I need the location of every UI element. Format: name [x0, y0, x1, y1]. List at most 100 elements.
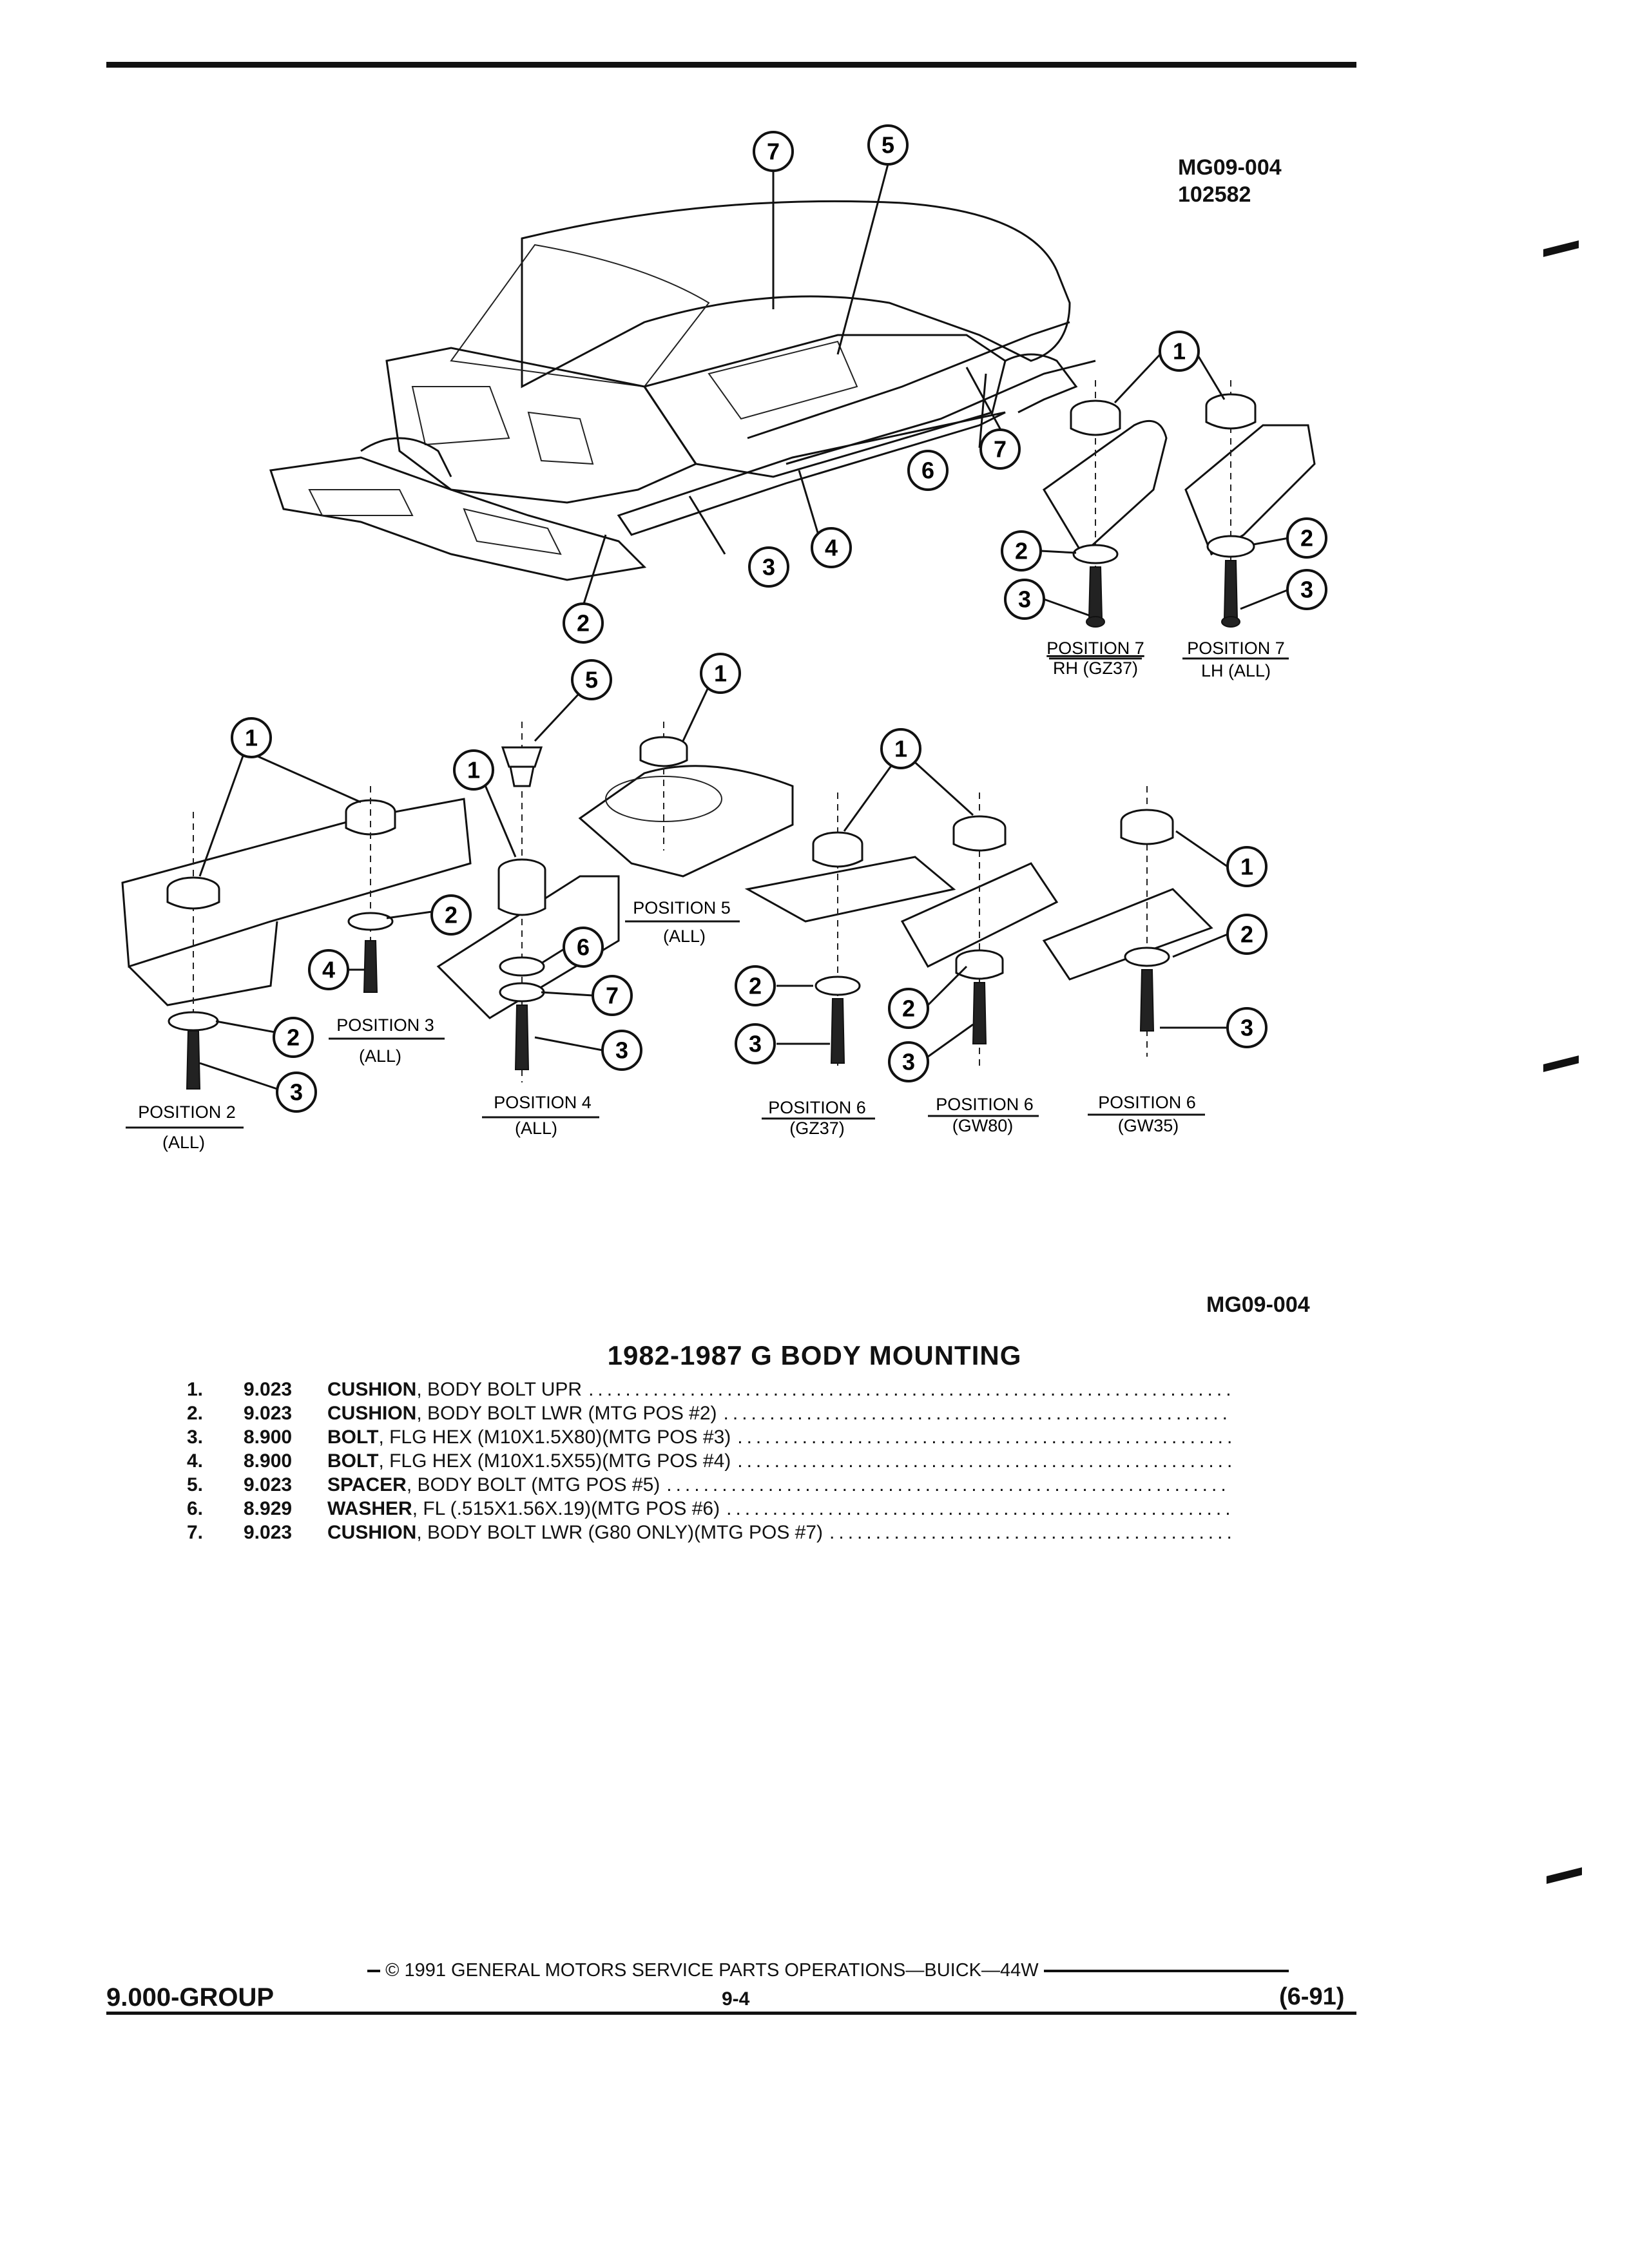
part-code: 8.900: [244, 1427, 293, 1448]
position-2-label: POSITION 2 (ALL): [126, 1102, 244, 1152]
part-number: 1.: [187, 1379, 204, 1400]
svg-text:6: 6: [921, 457, 934, 484]
position-3-label: POSITION 3 (ALL): [329, 1015, 445, 1066]
part-number: 5.: [187, 1474, 204, 1495]
callout-1: 1: [1159, 331, 1200, 372]
callout-6: 6: [563, 927, 604, 968]
parts-row: 5. 9.023 SPACER , BODY BOLT (MTG POS #5)…: [187, 1474, 1231, 1498]
part-description: , FL (.515X1.56X.19)(MTG POS #6): [412, 1498, 720, 1519]
position-6-gz37-label: POSITION 6 (GZ37): [762, 1098, 875, 1138]
svg-text:1: 1: [1240, 854, 1253, 880]
svg-text:7: 7: [606, 983, 619, 1009]
part-description: , BODY BOLT LWR (MTG POS #2): [416, 1403, 717, 1424]
callout-2: 2: [430, 894, 472, 936]
leader-dots: ........................................…: [737, 1427, 1231, 1448]
part-description: , BODY BOLT LWR (G80 ONLY)(MTG POS #7): [416, 1522, 824, 1543]
part-code: 9.023: [244, 1522, 293, 1543]
parts-row: 2. 9.023 CUSHION , BODY BOLT LWR (MTG PO…: [187, 1403, 1231, 1427]
position-2-frame: [121, 786, 472, 1090]
parts-row: 6. 8.929 WASHER , FL (.515X1.56X.19)(MTG…: [187, 1498, 1231, 1522]
part-description: , BODY BOLT UPR: [416, 1379, 583, 1400]
svg-text:3: 3: [615, 1037, 628, 1064]
svg-text:4: 4: [322, 957, 335, 983]
position-4-label: POSITION 4 (ALL): [482, 1093, 599, 1138]
part-code: 9.023: [244, 1379, 293, 1400]
footer-copyright: © 1991 GENERAL MOTORS SERVICE PARTS OPER…: [385, 1960, 1039, 1981]
callout-3: 3: [1286, 569, 1327, 610]
svg-text:3: 3: [762, 554, 775, 581]
part-name: BOLT: [327, 1450, 379, 1472]
callout-2: 2: [1226, 914, 1268, 955]
callout-1: 1: [231, 717, 272, 758]
callout-3: 3: [735, 1023, 776, 1064]
part-name: CUSHION: [327, 1522, 417, 1543]
callout-2: 2: [1001, 530, 1042, 572]
svg-text:POSITION 6: POSITION 6: [1098, 1093, 1196, 1112]
svg-text:3: 3: [1018, 586, 1031, 613]
parts-row: 7. 9.023 CUSHION , BODY BOLT LWR (G80 ON…: [187, 1522, 1231, 1546]
callout-2: 2: [735, 965, 776, 1006]
scan-mark: [1547, 1867, 1582, 1884]
svg-text:POSITION 6: POSITION 6: [936, 1095, 1034, 1114]
svg-text:7: 7: [767, 139, 780, 165]
callout-6: 6: [907, 450, 949, 491]
svg-text:2: 2: [1300, 525, 1313, 552]
part-name: BOLT: [327, 1427, 379, 1448]
part-description: , BODY BOLT (MTG POS #5): [406, 1474, 660, 1495]
svg-text:2: 2: [445, 902, 458, 928]
callout-1: 1: [453, 749, 494, 791]
callout-5: 5: [867, 124, 909, 166]
parts-list: 1. 9.023 CUSHION , BODY BOLT UPR .......…: [187, 1379, 1231, 1546]
svg-text:(ALL): (ALL): [663, 927, 706, 946]
footer-group: 9.000-GROUP: [106, 1983, 275, 2012]
leader-dots: ........................................…: [829, 1522, 1231, 1543]
figure-ref-code: MG09-004: [1178, 155, 1282, 180]
position-5-frame: [578, 722, 794, 878]
svg-text:2: 2: [287, 1024, 300, 1051]
callout-3: 3: [748, 546, 789, 588]
svg-text:4: 4: [825, 535, 838, 561]
svg-text:RH (GZ37): RH (GZ37): [1053, 658, 1138, 678]
svg-text:(ALL): (ALL): [359, 1046, 401, 1066]
svg-text:POSITION 5: POSITION 5: [633, 898, 731, 918]
leader-dots: ........................................…: [666, 1474, 1231, 1495]
svg-text:POSITION 7: POSITION 7: [1046, 639, 1144, 658]
part-name: CUSHION: [327, 1403, 417, 1424]
callout-4: 4: [811, 527, 852, 568]
svg-text:1: 1: [467, 757, 480, 783]
svg-text:3: 3: [1300, 577, 1313, 603]
svg-text:3: 3: [902, 1049, 915, 1075]
footer-rule: [106, 2012, 1356, 2015]
callout-7: 7: [592, 975, 633, 1016]
svg-text:LH (ALL): LH (ALL): [1201, 661, 1271, 680]
callout-2: 2: [273, 1017, 314, 1058]
callout-3: 3: [888, 1041, 929, 1082]
callout-7: 7: [753, 131, 794, 172]
svg-text:(ALL): (ALL): [162, 1133, 205, 1152]
part-name: SPACER: [327, 1474, 407, 1495]
position-7-rh-stack: [1043, 380, 1168, 628]
part-code: 8.929: [244, 1498, 293, 1519]
svg-text:(ALL): (ALL): [515, 1119, 557, 1138]
footer-rule-right: [1043, 1970, 1289, 1973]
footer-copyright-line: © 1991 GENERAL MOTORS SERVICE PARTS OPER…: [367, 1960, 1289, 1981]
figure-ref-bottom: MG09-004: [1206, 1293, 1310, 1317]
callout-3: 3: [276, 1072, 317, 1113]
svg-text:POSITION 6: POSITION 6: [768, 1098, 866, 1117]
svg-text:2: 2: [577, 610, 590, 637]
body-mounting-diagram: 7 5 6 7 4 3 2 1 2 2 3 3 1 2 4 2 3 1 5 1 …: [121, 124, 1327, 1152]
part-code: 9.023: [244, 1474, 293, 1495]
position-6-gw35-label: POSITION 6 (GW35): [1088, 1093, 1205, 1135]
part-description: , FLG HEX (M10X1.5X55)(MTG POS #4): [378, 1450, 731, 1472]
svg-text:7: 7: [994, 436, 1007, 463]
callout-3: 3: [1004, 579, 1045, 620]
part-number: 2.: [187, 1403, 204, 1424]
svg-text:1: 1: [714, 660, 727, 687]
svg-text:3: 3: [749, 1031, 762, 1057]
position-7-lh-stack: [1184, 380, 1316, 628]
svg-text:POSITION 2: POSITION 2: [138, 1102, 236, 1122]
callout-2: 2: [563, 602, 604, 644]
part-description: , FLG HEX (M10X1.5X80)(MTG POS #3): [378, 1427, 731, 1448]
callout-7: 7: [979, 428, 1021, 470]
position-7-lh-label: POSITION 7 LH (ALL): [1182, 639, 1289, 680]
